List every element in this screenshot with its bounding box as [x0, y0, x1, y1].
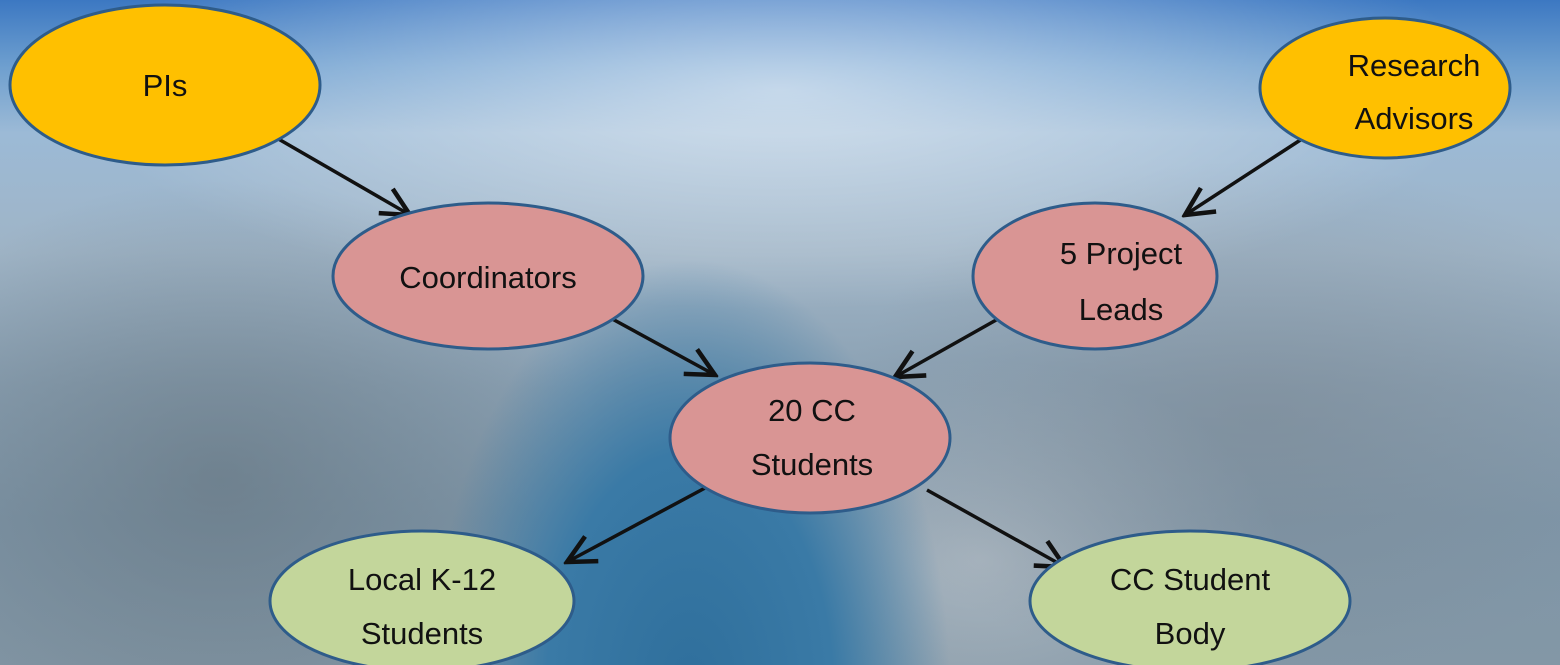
node-research-advisors-label-line2: Advisors [1355, 101, 1474, 136]
node-student-body-label-line2: Body [1155, 616, 1226, 651]
node-k12-students-label-line2: Students [361, 616, 483, 651]
node-project-leads-label-line1: 5 Project [1060, 236, 1183, 271]
node-pis-label: PIs [143, 68, 188, 103]
node-research-advisors-label-line1: Research [1348, 48, 1481, 83]
node-project-leads-label-line2: Leads [1079, 292, 1163, 327]
node-cc-students-label-line2: Students [751, 447, 873, 482]
arrow-cc-students-to-student-body [926, 488, 1065, 567]
node-coordinators: Coordinators [331, 201, 645, 351]
node-coordinators-label: Coordinators [399, 260, 576, 295]
node-pis: PIs [8, 3, 322, 167]
node-student-body-label-line1: CC Student [1110, 562, 1271, 597]
arrow-project-leads-to-cc-students [895, 313, 1006, 377]
node-research-advisors: Research Advisors [1258, 16, 1512, 160]
node-student-body: CC Student Body [1028, 529, 1352, 665]
node-project-leads: 5 Project Leads [971, 201, 1219, 351]
node-k12-students-label-line1: Local K-12 [348, 562, 496, 597]
node-k12-students: Local K-12 Students [268, 529, 576, 665]
arrow-cc-students-to-k12 [567, 486, 706, 562]
node-cc-students-label-line1: 20 CC [768, 393, 856, 428]
arrow-coordinators-to-cc-students [604, 313, 715, 375]
arrow-pis-to-coordinators [274, 135, 410, 215]
arrow-research-advisors-to-project-leads [1185, 135, 1306, 215]
node-cc-students: 20 CC Students [668, 361, 952, 515]
